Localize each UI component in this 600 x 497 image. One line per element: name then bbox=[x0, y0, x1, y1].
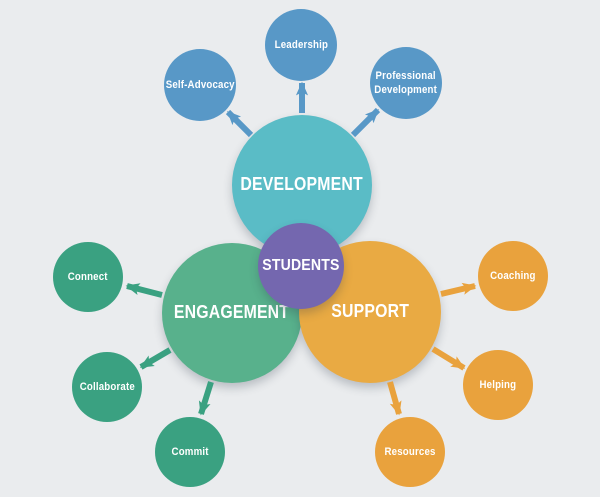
arrow-support-to-helping bbox=[431, 346, 466, 371]
node-label-commit: Commit bbox=[171, 445, 209, 458]
node-students: STUDENTS bbox=[258, 223, 344, 309]
node-professional-development: Professional Development bbox=[370, 47, 442, 119]
node-connect: Connect bbox=[53, 242, 123, 312]
node-label-collaborate: Collaborate bbox=[79, 380, 135, 393]
arrow-engagement-to-collaborate bbox=[139, 347, 172, 370]
node-support: SUPPORT bbox=[299, 241, 441, 383]
node-label-professional-development: Professional Development bbox=[374, 69, 438, 96]
node-label-coaching: Coaching bbox=[490, 269, 536, 282]
arrow-support-to-coaching bbox=[440, 282, 477, 297]
arrow-engagement-to-commit bbox=[198, 381, 214, 416]
node-leadership: Leadership bbox=[265, 9, 337, 81]
node-collaborate: Collaborate bbox=[72, 352, 142, 422]
node-label-leadership: Leadership bbox=[274, 38, 328, 51]
arrow-engagement-to-connect bbox=[125, 283, 163, 298]
node-label-resources: Resources bbox=[384, 445, 436, 458]
arrow-development-to-professional-development bbox=[350, 107, 381, 138]
node-development: DEVELOPMENT bbox=[232, 115, 372, 255]
node-self-advocacy: Self-Advocacy bbox=[164, 49, 236, 121]
node-resources: Resources bbox=[375, 417, 445, 487]
node-label-engagement: ENGAGEMENT bbox=[174, 302, 290, 323]
node-label-self-advocacy: Self-Advocacy bbox=[165, 78, 235, 91]
node-label-development: DEVELOPMENT bbox=[240, 174, 364, 195]
node-commit: Commit bbox=[155, 417, 225, 487]
node-coaching: Coaching bbox=[478, 241, 548, 311]
node-label-connect: Connect bbox=[68, 270, 108, 283]
node-label-students: STUDENTS bbox=[262, 256, 340, 274]
node-label-helping: Helping bbox=[479, 378, 517, 391]
node-label-support: SUPPORT bbox=[331, 301, 409, 322]
node-helping: Helping bbox=[463, 350, 533, 420]
arrow-support-to-resources bbox=[387, 381, 402, 416]
arrow-development-to-self-advocacy bbox=[225, 109, 254, 138]
